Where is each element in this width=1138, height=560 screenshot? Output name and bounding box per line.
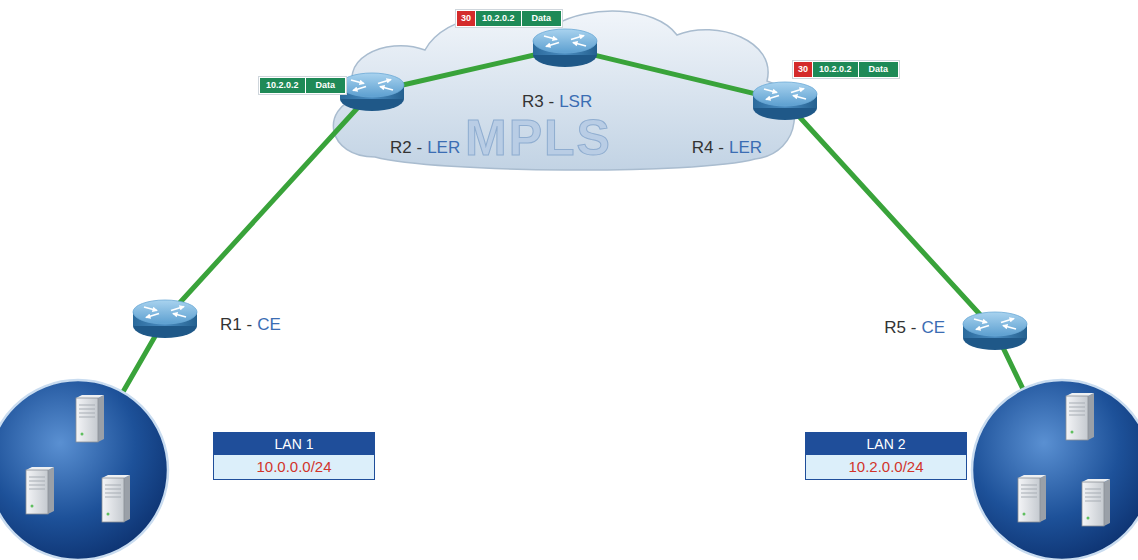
lan-name: LAN 2 — [806, 433, 966, 455]
router-icon — [962, 310, 1028, 352]
packet-field: Data — [522, 11, 562, 26]
packet-field: 10.2.0.2 — [476, 11, 521, 26]
packet-field: Data — [859, 62, 899, 77]
subnet: 10.2.0.0/24 — [806, 455, 966, 479]
packet-field: Data — [306, 78, 346, 93]
mpls-label: 30 — [457, 11, 475, 26]
router: R4 -LER — [752, 80, 818, 122]
lan-network: LAN 210.2.0.0/24 — [970, 378, 1138, 560]
router-caption: R1 - CE — [220, 315, 281, 335]
lan-name: LAN 1 — [214, 433, 374, 455]
packet: 3010.2.0.2Data — [455, 9, 563, 28]
router-name: R3 - — [522, 92, 554, 111]
router-role: CE — [921, 318, 945, 337]
packet-field: 10.2.0.2 — [813, 62, 858, 77]
router: R5 -CE — [962, 310, 1028, 352]
router: R1 -CE — [132, 298, 198, 340]
router-name: R4 - — [692, 138, 724, 157]
router-caption: R5 - CE — [884, 318, 945, 338]
link-line — [123, 335, 156, 392]
router-name: R1 - — [220, 315, 252, 334]
router-caption: R4 - LER — [692, 138, 762, 158]
router-role: LER — [729, 138, 762, 157]
cloud-label: MPLS — [465, 109, 612, 167]
router-icon — [752, 80, 818, 122]
router-name: R5 - — [884, 318, 916, 337]
router-icon — [132, 298, 198, 340]
router-name: R2 - — [390, 138, 422, 157]
packet-field: 10.2.0.2 — [260, 78, 305, 93]
router-caption: R3 - LSR — [522, 92, 592, 112]
lan-circle — [970, 378, 1138, 560]
link-line — [799, 116, 981, 316]
router-role: CE — [257, 315, 281, 334]
router-icon — [339, 71, 405, 113]
router: R2 -LER — [339, 71, 405, 113]
router-role: LSR — [559, 92, 592, 111]
link-line — [1003, 347, 1023, 388]
lan-label-box: LAN 110.0.0.0/24 — [213, 432, 375, 480]
lan-network: LAN 110.0.0.0/24 — [0, 378, 170, 560]
subnet: 10.0.0.0/24 — [214, 455, 374, 479]
router-icon — [532, 27, 598, 69]
router-caption: R2 - LER — [390, 138, 460, 158]
packet: 10.2.0.2Data — [258, 76, 347, 95]
lan-circle — [0, 378, 170, 560]
mpls-label: 30 — [794, 62, 812, 77]
link-line — [179, 107, 358, 304]
packet: 3010.2.0.2Data — [792, 60, 900, 79]
router-role: LER — [427, 138, 460, 157]
lan-label-box: LAN 210.2.0.0/24 — [805, 432, 967, 480]
router: R3 -LSR — [532, 27, 598, 69]
